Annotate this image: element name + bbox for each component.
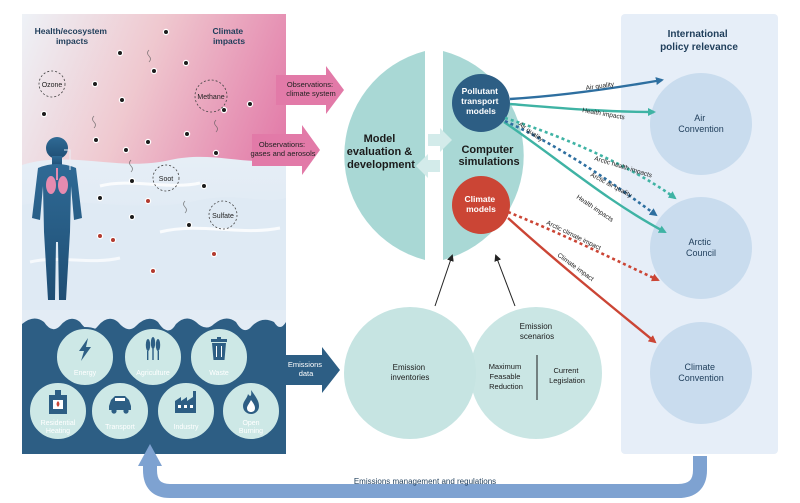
source-label: Energy [74,370,97,377]
observations-climate-arrow: Observations: climate system [276,66,344,114]
emissions-management-arrow: Emissions management and regulations [138,444,707,498]
svg-text:Climate impact: Climate impact [556,252,595,283]
methane-particle: Methane [194,79,228,113]
flame-icon [243,390,259,414]
svg-text:Climate Convention: Climate Convention [678,362,724,383]
emission-inventories: Emission inventories [344,307,476,439]
source-label: Transport [105,424,135,431]
svg-text:Ozone: Ozone [42,82,63,89]
links [503,77,677,344]
model-evaluation-half-circle: Model evaluation & development [344,51,425,260]
svg-text:Emissions data: Emissions data [288,360,324,378]
person-figure [32,137,82,300]
soot-particle: Soot [152,164,180,192]
stove-icon [49,390,67,414]
climate-impacts-label: Climate impacts [212,26,245,46]
link-climate-impact [507,217,657,344]
svg-text:Observations: gases and: Observations: gases and aerosols [250,140,315,158]
svg-text:Climate models: Climate models [464,194,497,214]
svg-text:International policy rel: International policy relevance [660,29,738,53]
air-convention: Air Convention [650,73,752,175]
link-arctic-air-quality [504,119,658,217]
source-label: Agriculture [136,370,170,377]
climate-convention: Climate Convention [650,322,752,424]
source-industry: Industry [156,381,216,441]
svg-text:Arctic climate impact: Arctic climate impact [545,220,602,253]
source-waste: Waste [189,327,249,387]
svg-text:Health impacts: Health impacts [582,107,626,121]
link-arctic-climate [507,210,660,282]
svg-text:Air quality: Air quality [585,81,615,92]
svg-text:Emission scenarios: Emission scenarios [520,322,555,341]
car-icon [109,396,131,414]
svg-text:Observations: climate sy: Observations: climate system [286,80,336,98]
arctic-council: Arctic Council [650,197,752,299]
svg-text:Air Convention: Air Convention [678,113,724,134]
pollutant-transport-models: Pollutant transport models [452,74,510,132]
svg-text:Arctic Council: Arctic Council [686,237,716,258]
svg-text:Computer simulations: Computer simulations [458,144,519,168]
source-agriculture: Agriculture [123,327,183,387]
current-legislation-label: Current Legislation [549,366,585,385]
ozone-particle: Ozone [38,70,66,98]
factory-icon [175,391,196,413]
source-label: Industry [174,424,199,431]
feedback-arrows [416,128,452,178]
source-transport: Transport [90,381,150,441]
link-air-quality-2 [503,121,667,234]
svg-text:Emissions management and regul: Emissions management and regulations [354,477,496,486]
inventory-to-model-arrows [434,254,516,307]
svg-text:Model evaluation &: Model evaluation & development [347,133,415,171]
climate-models: Climate models [452,176,510,234]
wheat-icon [145,337,161,360]
svg-text:Pollutant transport: Pollutant transport models [461,86,501,116]
link-health-impacts-1 [509,102,656,116]
svg-text:Emission inventories: Emission inventories [391,363,430,382]
link-arctic-health [504,116,677,200]
svg-text:Sulfate: Sulfate [212,213,234,220]
trash-can-icon [211,337,227,360]
svg-text:Methane: Methane [197,94,224,101]
particles: Ozone Methane Soot Sulfate [38,28,254,275]
health-impacts-label: Health/ecosystem impacts [35,26,110,46]
source-label: Waste [209,370,229,377]
sulfate-particle: Sulfate [208,200,238,230]
link-air-quality-1 [509,77,664,101]
environment-panel [22,14,286,310]
lightning-icon [79,338,91,361]
emissions-data-arrow: Emissions data [278,347,340,393]
observations-gases-arrow: Observations: gases and aerosols [250,125,320,175]
mfr-scenario-label: Maximum Feasable Reduction [489,362,524,391]
svg-text:Soot: Soot [159,176,173,183]
emission-scenarios: Emission scenarios Maximum Feasable Redu… [470,307,602,439]
source-energy: Energy [55,327,115,387]
